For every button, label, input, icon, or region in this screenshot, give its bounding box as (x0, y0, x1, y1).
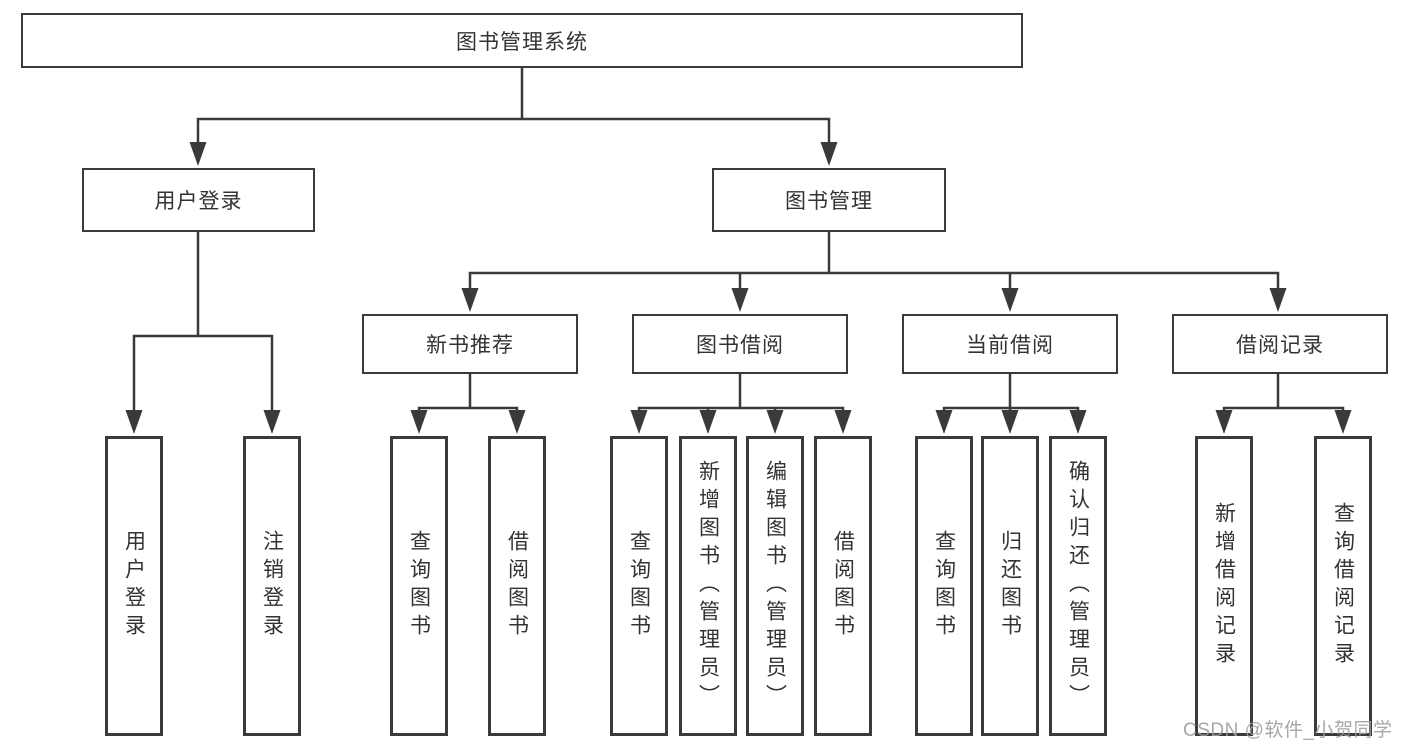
arrow-down-icon (508, 410, 526, 434)
arrow-down-icon (766, 410, 784, 434)
connector-borrowing-records-children (1222, 373, 1345, 418)
arrow-down-icon (1001, 288, 1019, 312)
node-leaf-query-books-recommend: 查询图书 (390, 436, 448, 736)
arrow-down-icon (731, 288, 749, 312)
node-leaf-add-borrow-record: 新增借阅记录 (1195, 436, 1253, 736)
node-leaf-borrow-books-recommend: 借阅图书 (488, 436, 546, 736)
node-leaf-user-login: 用户登录 (105, 436, 163, 736)
csdn-watermark: CSDN @软件_小贺同学 (1183, 720, 1393, 741)
node-leaf-confirm-return-admin: 确认归还（管理员） (1049, 436, 1107, 736)
connector-book-management-children (468, 231, 1280, 296)
node-current-borrowing: 当前借阅 (902, 314, 1118, 374)
node-user-login: 用户登录 (82, 168, 315, 232)
node-leaf-borrow-books: 借阅图书 (814, 436, 872, 736)
node-leaf-query-books-current: 查询图书 (915, 436, 973, 736)
node-leaf-add-books-admin: 新增图书（管理员） (679, 436, 737, 736)
connector-book-borrowing-children (637, 373, 845, 418)
arrow-down-icon (699, 410, 717, 434)
arrow-down-icon (263, 410, 281, 434)
arrow-down-icon (189, 142, 207, 166)
connector-new-book-recommendation-children (417, 373, 519, 418)
node-leaf-logout-login: 注销登录 (243, 436, 301, 736)
arrowheads (125, 142, 1352, 434)
node-library-management-system: 图书管理系统 (21, 13, 1023, 68)
arrow-down-icon (820, 142, 838, 166)
connector-root-to-level2 (196, 67, 831, 150)
node-book-management: 图书管理 (712, 168, 946, 232)
arrow-down-icon (1001, 410, 1019, 434)
arrow-down-icon (935, 410, 953, 434)
node-leaf-edit-books-admin: 编辑图书（管理员） (746, 436, 804, 736)
node-book-borrowing: 图书借阅 (632, 314, 848, 374)
arrow-down-icon (461, 288, 479, 312)
arrow-down-icon (125, 410, 143, 434)
connector-user-login-children (132, 231, 274, 418)
node-leaf-return-books: 归还图书 (981, 436, 1039, 736)
arrow-down-icon (410, 410, 428, 434)
arrow-down-icon (630, 410, 648, 434)
node-borrowing-records: 借阅记录 (1172, 314, 1388, 374)
arrow-down-icon (1334, 410, 1352, 434)
arrow-down-icon (1215, 410, 1233, 434)
arrow-down-icon (1269, 288, 1287, 312)
arrow-down-icon (1069, 410, 1087, 434)
node-leaf-query-books-borrow: 查询图书 (610, 436, 668, 736)
node-leaf-query-borrow-record: 查询借阅记录 (1314, 436, 1372, 736)
node-new-book-recommendation: 新书推荐 (362, 314, 578, 374)
arrow-down-icon (834, 410, 852, 434)
